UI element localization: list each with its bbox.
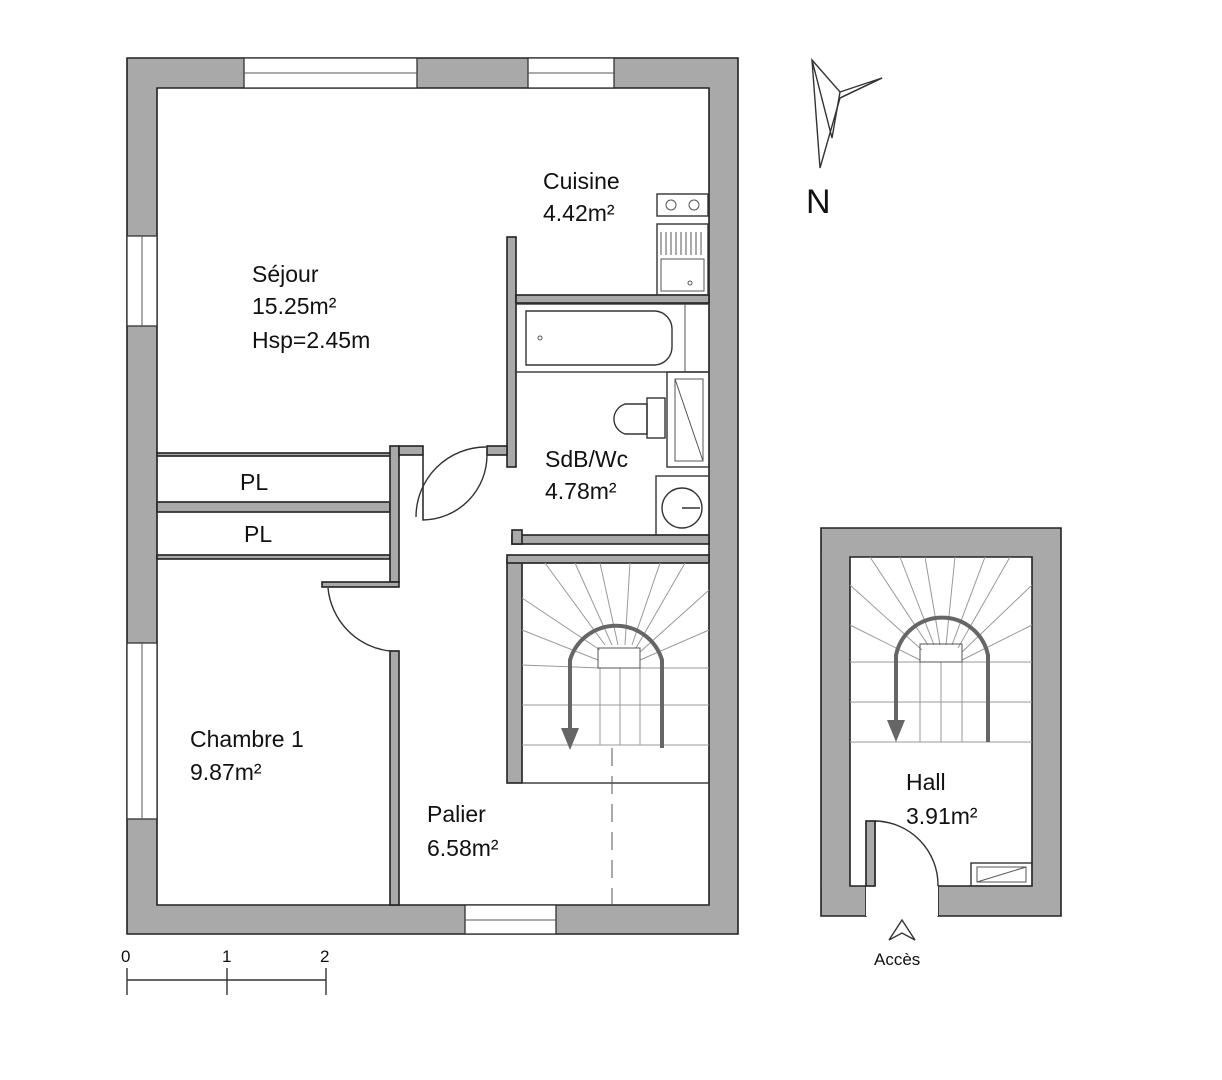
- sdb-name: SdB/Wc: [545, 446, 628, 472]
- hall-cabinet: [970, 862, 1033, 887]
- hall-exterior-walls: [820, 527, 1062, 917]
- cuisine-area: 4.42m²: [543, 200, 615, 226]
- stair-down-arrow-icon: [561, 728, 579, 750]
- palier-name: Palier: [427, 801, 486, 827]
- toilet-icon: [613, 397, 666, 439]
- scale-bar: [126, 968, 327, 995]
- scale-labels: 0 1 2: [121, 947, 329, 966]
- interior-partitions: [156, 236, 710, 906]
- bathtub: [515, 303, 710, 373]
- access-label: Accès: [874, 950, 920, 969]
- access-arrow-icon: [888, 918, 916, 941]
- cuisine-name: Cuisine: [543, 168, 620, 194]
- sejour-height: Hsp=2.45m: [252, 327, 370, 353]
- sink: [656, 223, 709, 296]
- bathroom-fixtures: [515, 303, 710, 536]
- sdb-area: 4.78m²: [545, 478, 617, 504]
- chambre-name: Chambre 1: [190, 726, 304, 752]
- hall-staircase: [849, 556, 1033, 743]
- scale-tick-0: 0: [121, 947, 130, 966]
- sejour-area: 15.25m²: [252, 293, 337, 319]
- hob: [656, 193, 709, 217]
- compass-label: N: [806, 183, 831, 221]
- sejour-name: Séjour: [252, 261, 319, 287]
- hall-area: 3.91m²: [906, 803, 978, 829]
- chambre-area: 9.87m²: [190, 759, 262, 785]
- hall-stair-down-arrow-icon: [887, 720, 905, 742]
- scale-tick-1: 1: [222, 947, 231, 966]
- hall-door: [865, 820, 939, 887]
- kitchen-fixtures: [656, 193, 709, 296]
- washing-machine: [655, 475, 710, 536]
- placards: [156, 455, 391, 556]
- room-labels: Cuisine 4.42m² Séjour 15.25m² Hsp=2.45m …: [190, 168, 978, 861]
- placard-label-1: PL: [240, 469, 268, 495]
- palier-area: 6.58m²: [427, 835, 499, 861]
- windows: [126, 57, 615, 935]
- main-staircase: [521, 562, 710, 905]
- hall-name: Hall: [906, 769, 946, 795]
- scale-tick-2: 2: [320, 947, 329, 966]
- shower: [666, 371, 710, 468]
- placard-label-2: PL: [244, 521, 272, 547]
- doors: [327, 446, 488, 652]
- north-compass-icon: [811, 57, 883, 169]
